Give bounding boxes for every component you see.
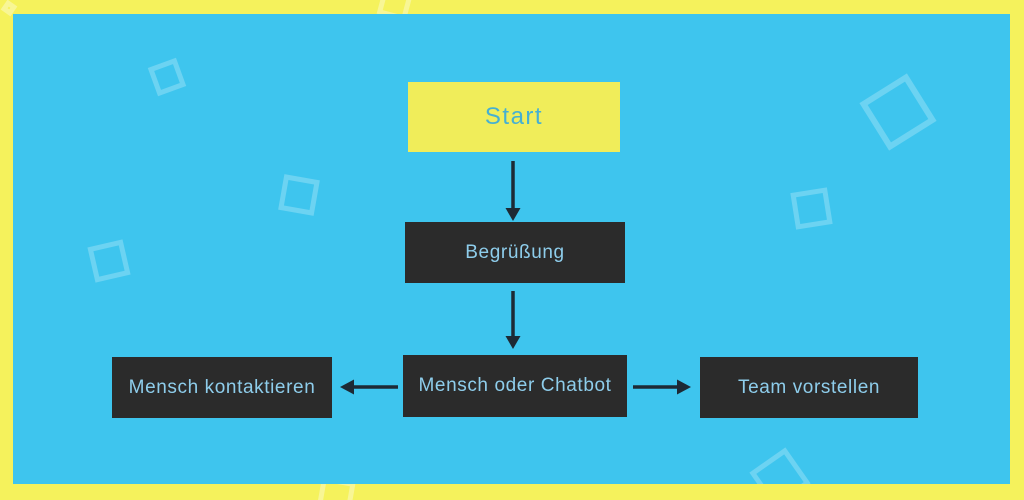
node-team-vorstellen[interactable]: Team vorstellen bbox=[700, 357, 918, 418]
decor-square-icon bbox=[87, 239, 131, 283]
decor-square-icon bbox=[749, 447, 811, 484]
node-mensch-kontaktieren[interactable]: Mensch kontaktieren bbox=[112, 357, 332, 418]
decor-square-icon bbox=[278, 174, 320, 216]
decor-square-icon bbox=[147, 57, 187, 97]
node-label: Begrüßung bbox=[465, 241, 565, 263]
node-begruessung[interactable]: Begrüßung bbox=[405, 222, 625, 283]
node-label: Mensch kontaktieren bbox=[128, 376, 316, 398]
node-label: Start bbox=[484, 103, 544, 130]
node-start[interactable]: Start bbox=[408, 82, 620, 152]
node-label: Team vorstellen bbox=[737, 376, 881, 398]
decor-square-icon bbox=[859, 73, 937, 151]
decor-square-icon bbox=[790, 187, 833, 230]
node-label: Mensch oder Chatbot bbox=[418, 375, 612, 396]
node-mensch-oder-chatbot[interactable]: Mensch oder Chatbot bbox=[403, 355, 627, 417]
